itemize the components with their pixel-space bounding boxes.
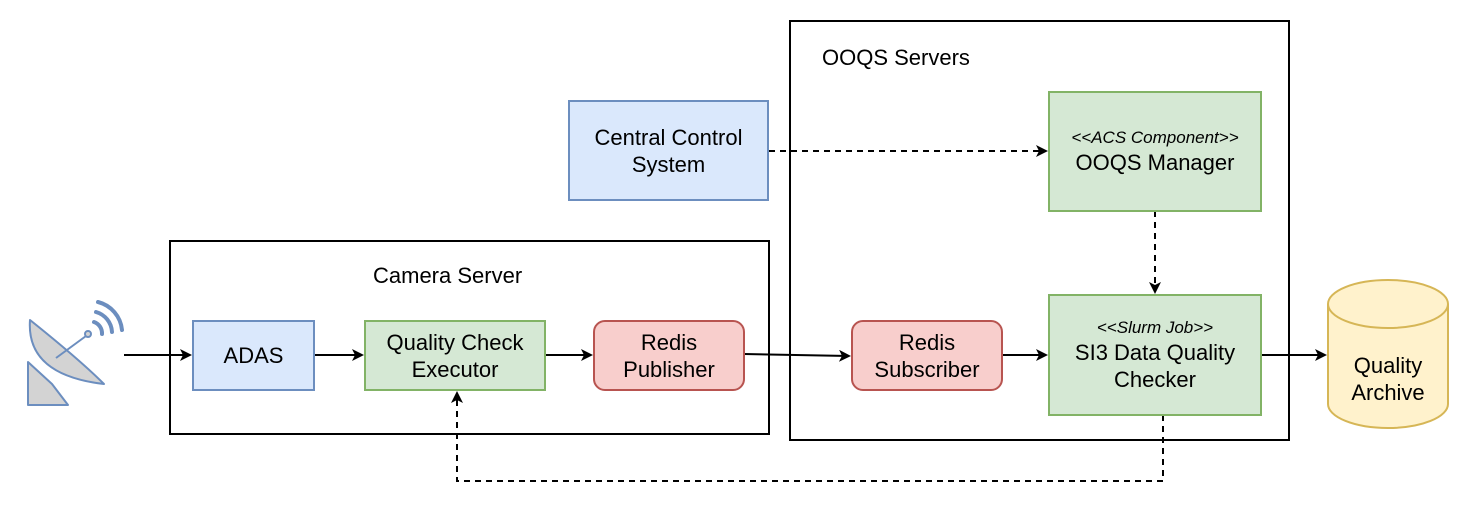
subscriber-line1: Redis	[898, 329, 956, 355]
redis-publisher-node[interactable]: Redis Publisher	[593, 320, 745, 391]
satellite-dish-icon	[27, 300, 124, 406]
publisher-line2: Publisher	[623, 356, 715, 382]
camera-server-title: Camera Server	[373, 263, 523, 288]
database-cylinder-icon[interactable]	[1326, 278, 1452, 434]
quality-archive-label: Quality Archive	[1328, 352, 1448, 406]
central-control-line1: Central Control	[594, 124, 743, 150]
ooqs-manager-label: OOQS Manager	[1075, 150, 1235, 175]
central-control-system-node[interactable]: Central Control System	[568, 100, 769, 201]
ooqs-manager-node[interactable]: <<ACS Component>> OOQS Manager	[1048, 91, 1262, 212]
redis-subscriber-node[interactable]: Redis Subscriber	[851, 320, 1003, 391]
executor-line2: Executor	[411, 356, 499, 382]
archive-line2: Archive	[1351, 380, 1425, 405]
central-control-line2: System	[631, 151, 706, 177]
ooqs-manager-stereotype: <<ACS Component>>	[1071, 128, 1239, 147]
publisher-line1: Redis	[640, 329, 698, 355]
executor-line1: Quality Check	[386, 329, 524, 355]
edge-publisher-to-subscriber	[743, 349, 851, 362]
subscriber-line2: Subscriber	[874, 356, 980, 382]
adas-node[interactable]: ADAS	[192, 320, 315, 391]
si3-checker-line1: SI3 Data Quality	[1074, 340, 1236, 365]
si3-checker-stereotype: <<Slurm Job>>	[1096, 318, 1214, 337]
ooqs-servers-title: OOQS Servers	[822, 45, 970, 70]
quality-check-executor-node[interactable]: Quality Check Executor	[364, 320, 546, 391]
si3-checker-line2: Checker	[1114, 367, 1196, 392]
adas-label: ADAS	[223, 343, 284, 368]
archive-line1: Quality	[1353, 353, 1423, 378]
si3-data-quality-checker-node[interactable]: <<Slurm Job>> SI3 Data Quality Checker	[1048, 294, 1262, 416]
edge-checker-to-executor	[451, 391, 1164, 482]
